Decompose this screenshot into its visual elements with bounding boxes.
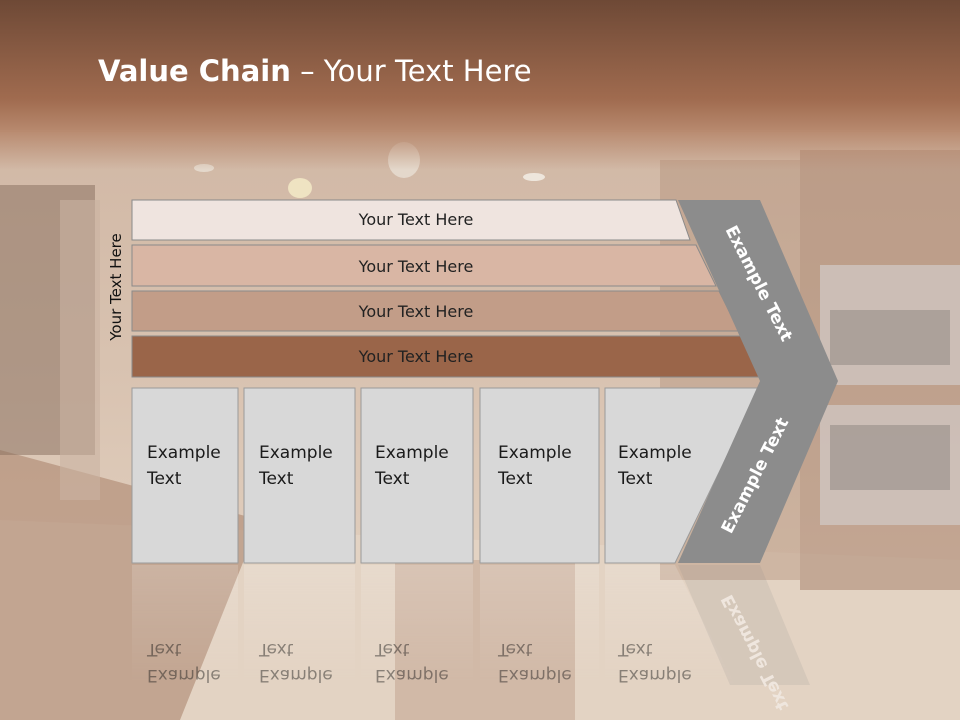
support-bar-4: Your Text Here: [131, 335, 764, 378]
reflection-column-5-line2: Text: [617, 639, 653, 659]
primary-column-1: Example Text: [131, 387, 239, 564]
reflection-column-4-line1: Example: [498, 665, 572, 685]
primary-column-2: Example Text: [243, 387, 356, 564]
diagram-reflection: Example Text Example Text Example Text E…: [132, 565, 810, 713]
support-bar-3-label: Your Text Here: [358, 302, 474, 321]
primary-column-5-line2: Text: [617, 469, 653, 489]
reflection-column-3-line2: Text: [374, 639, 410, 659]
primary-column-4-line1: Example: [498, 443, 572, 463]
support-bar-3: Your Text Here: [131, 290, 740, 332]
primary-column-2-line1: Example: [259, 443, 333, 463]
primary-column-3-line2: Text: [374, 469, 410, 489]
reflection-column-2-line1: Example: [259, 665, 333, 685]
primary-column-5: Example Text: [604, 387, 761, 564]
primary-column-5-line1: Example: [618, 443, 692, 463]
support-bar-1: Your Text Here: [131, 199, 691, 241]
slide-title-rest: – Your Text Here: [290, 54, 532, 88]
slide-title: Value Chain – Your Text Here: [98, 54, 532, 88]
reflection-column-1-line2: Text: [146, 639, 182, 659]
reflection-column-3-line1: Example: [375, 665, 449, 685]
primary-column-4-line2: Text: [497, 469, 533, 489]
reflection-column-4-line2: Text: [497, 639, 533, 659]
primary-column-3: Example Text: [360, 387, 474, 564]
primary-column-1-line2: Text: [146, 469, 182, 489]
reflection-column-1-line1: Example: [147, 665, 221, 685]
slide-title-bold: Value Chain: [98, 54, 291, 88]
support-bar-4-label: Your Text Here: [358, 347, 474, 366]
primary-column-1-line1: Example: [147, 443, 221, 463]
primary-column-2-line2: Text: [258, 469, 294, 489]
primary-column-4: Example Text: [479, 387, 600, 564]
reflection-column-2-line2: Text: [258, 639, 294, 659]
support-bar-1-label: Your Text Here: [358, 210, 474, 229]
support-bar-2: Your Text Here: [131, 244, 717, 287]
primary-column-3-line1: Example: [375, 443, 449, 463]
reflection-column-5-line1: Example: [618, 665, 692, 685]
support-bar-2-label: Your Text Here: [358, 257, 474, 276]
